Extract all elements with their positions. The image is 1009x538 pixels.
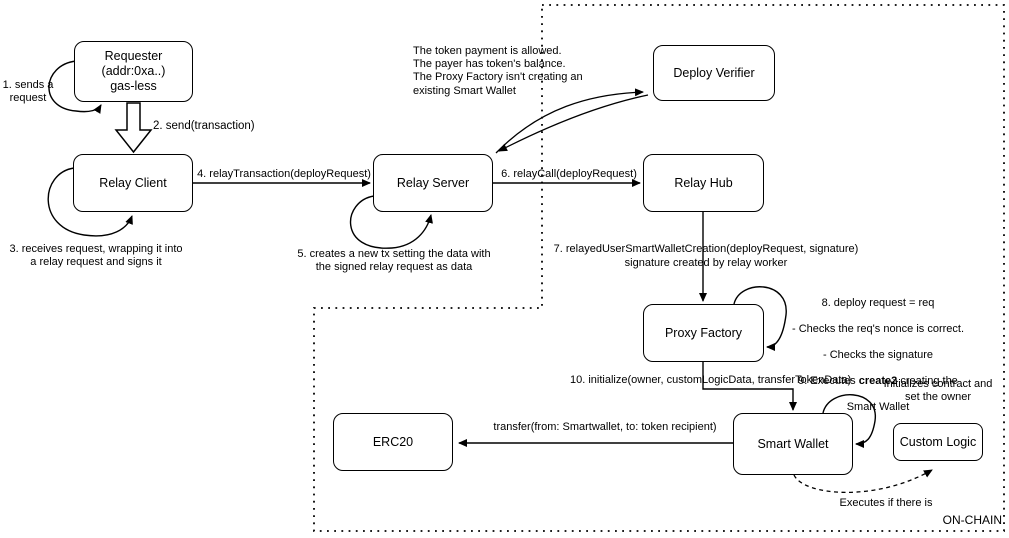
label-step9-line2: Smart Wallet [846,401,910,413]
label-step8-line2: - Checks the req's nonce is correct. [791,323,965,335]
node-relay-server: Relay Server [373,154,493,212]
arrow-verifier-to-server [498,94,649,152]
label-initializes-note: Initializes contract and set the owner [883,378,993,404]
node-deploy-verifier: Deploy Verifier [653,45,775,101]
self-loop-relay-server [350,195,433,249]
onchain-boundary [313,4,1005,532]
create2-bold: create2 [858,375,898,387]
self-loop-smart-wallet [822,394,876,448]
self-loop-relay-client [47,167,133,237]
label-transfer: transfer(from: Smartwallet, to: token re… [493,421,717,433]
block-arrow-send-transaction [114,102,153,154]
label-step3: 3. receives request, wrapping it into a … [9,243,183,269]
label-onchain: ON-CHAIN [942,513,1002,527]
label-step9-line1: 9. Executes create2 creating the [798,375,958,387]
label-executes-note: Executes if there is [839,497,933,509]
label-step7: 7. relayedUserSmartWalletCreation(deploy… [553,243,859,269]
node-erc20: ERC20 [333,413,453,471]
node-relay-hub: Relay Hub [643,154,764,212]
label-step2: 2. send(transaction) [153,120,255,132]
label-step4: 4. relayTransaction(deployRequest) [197,168,371,180]
label-step10: 10. initialize(owner, customLogicData, t… [570,374,852,386]
node-smart-wallet: Smart Wallet [733,413,853,475]
arrow-server-to-verifier [495,88,644,154]
label-step8-line3: - Checks the signature [822,349,934,361]
self-loop-requester [48,60,102,114]
label-step5: 5. creates a new tx setting the data wit… [297,248,491,274]
arrow-executes-custom-logic [793,469,933,493]
label-verifier-note: The token payment is allowed. The payer … [413,45,583,97]
arrow-initialize [702,362,797,411]
node-custom-logic: Custom Logic [893,423,983,461]
label-step8-line1: 8. deploy request = req [821,297,935,309]
label-step6: 6. relayCall(deployRequest) [501,168,637,180]
label-step8-9: 8. deploy request = req - Checks the req… [768,284,988,427]
self-loop-proxy-factory [733,286,787,351]
node-relay-client: Relay Client [73,154,193,212]
node-requester: Requester (addr:0xa..) gas-less [74,41,193,102]
node-proxy-factory: Proxy Factory [643,304,764,362]
label-step1: 1. sends a request [2,79,54,105]
